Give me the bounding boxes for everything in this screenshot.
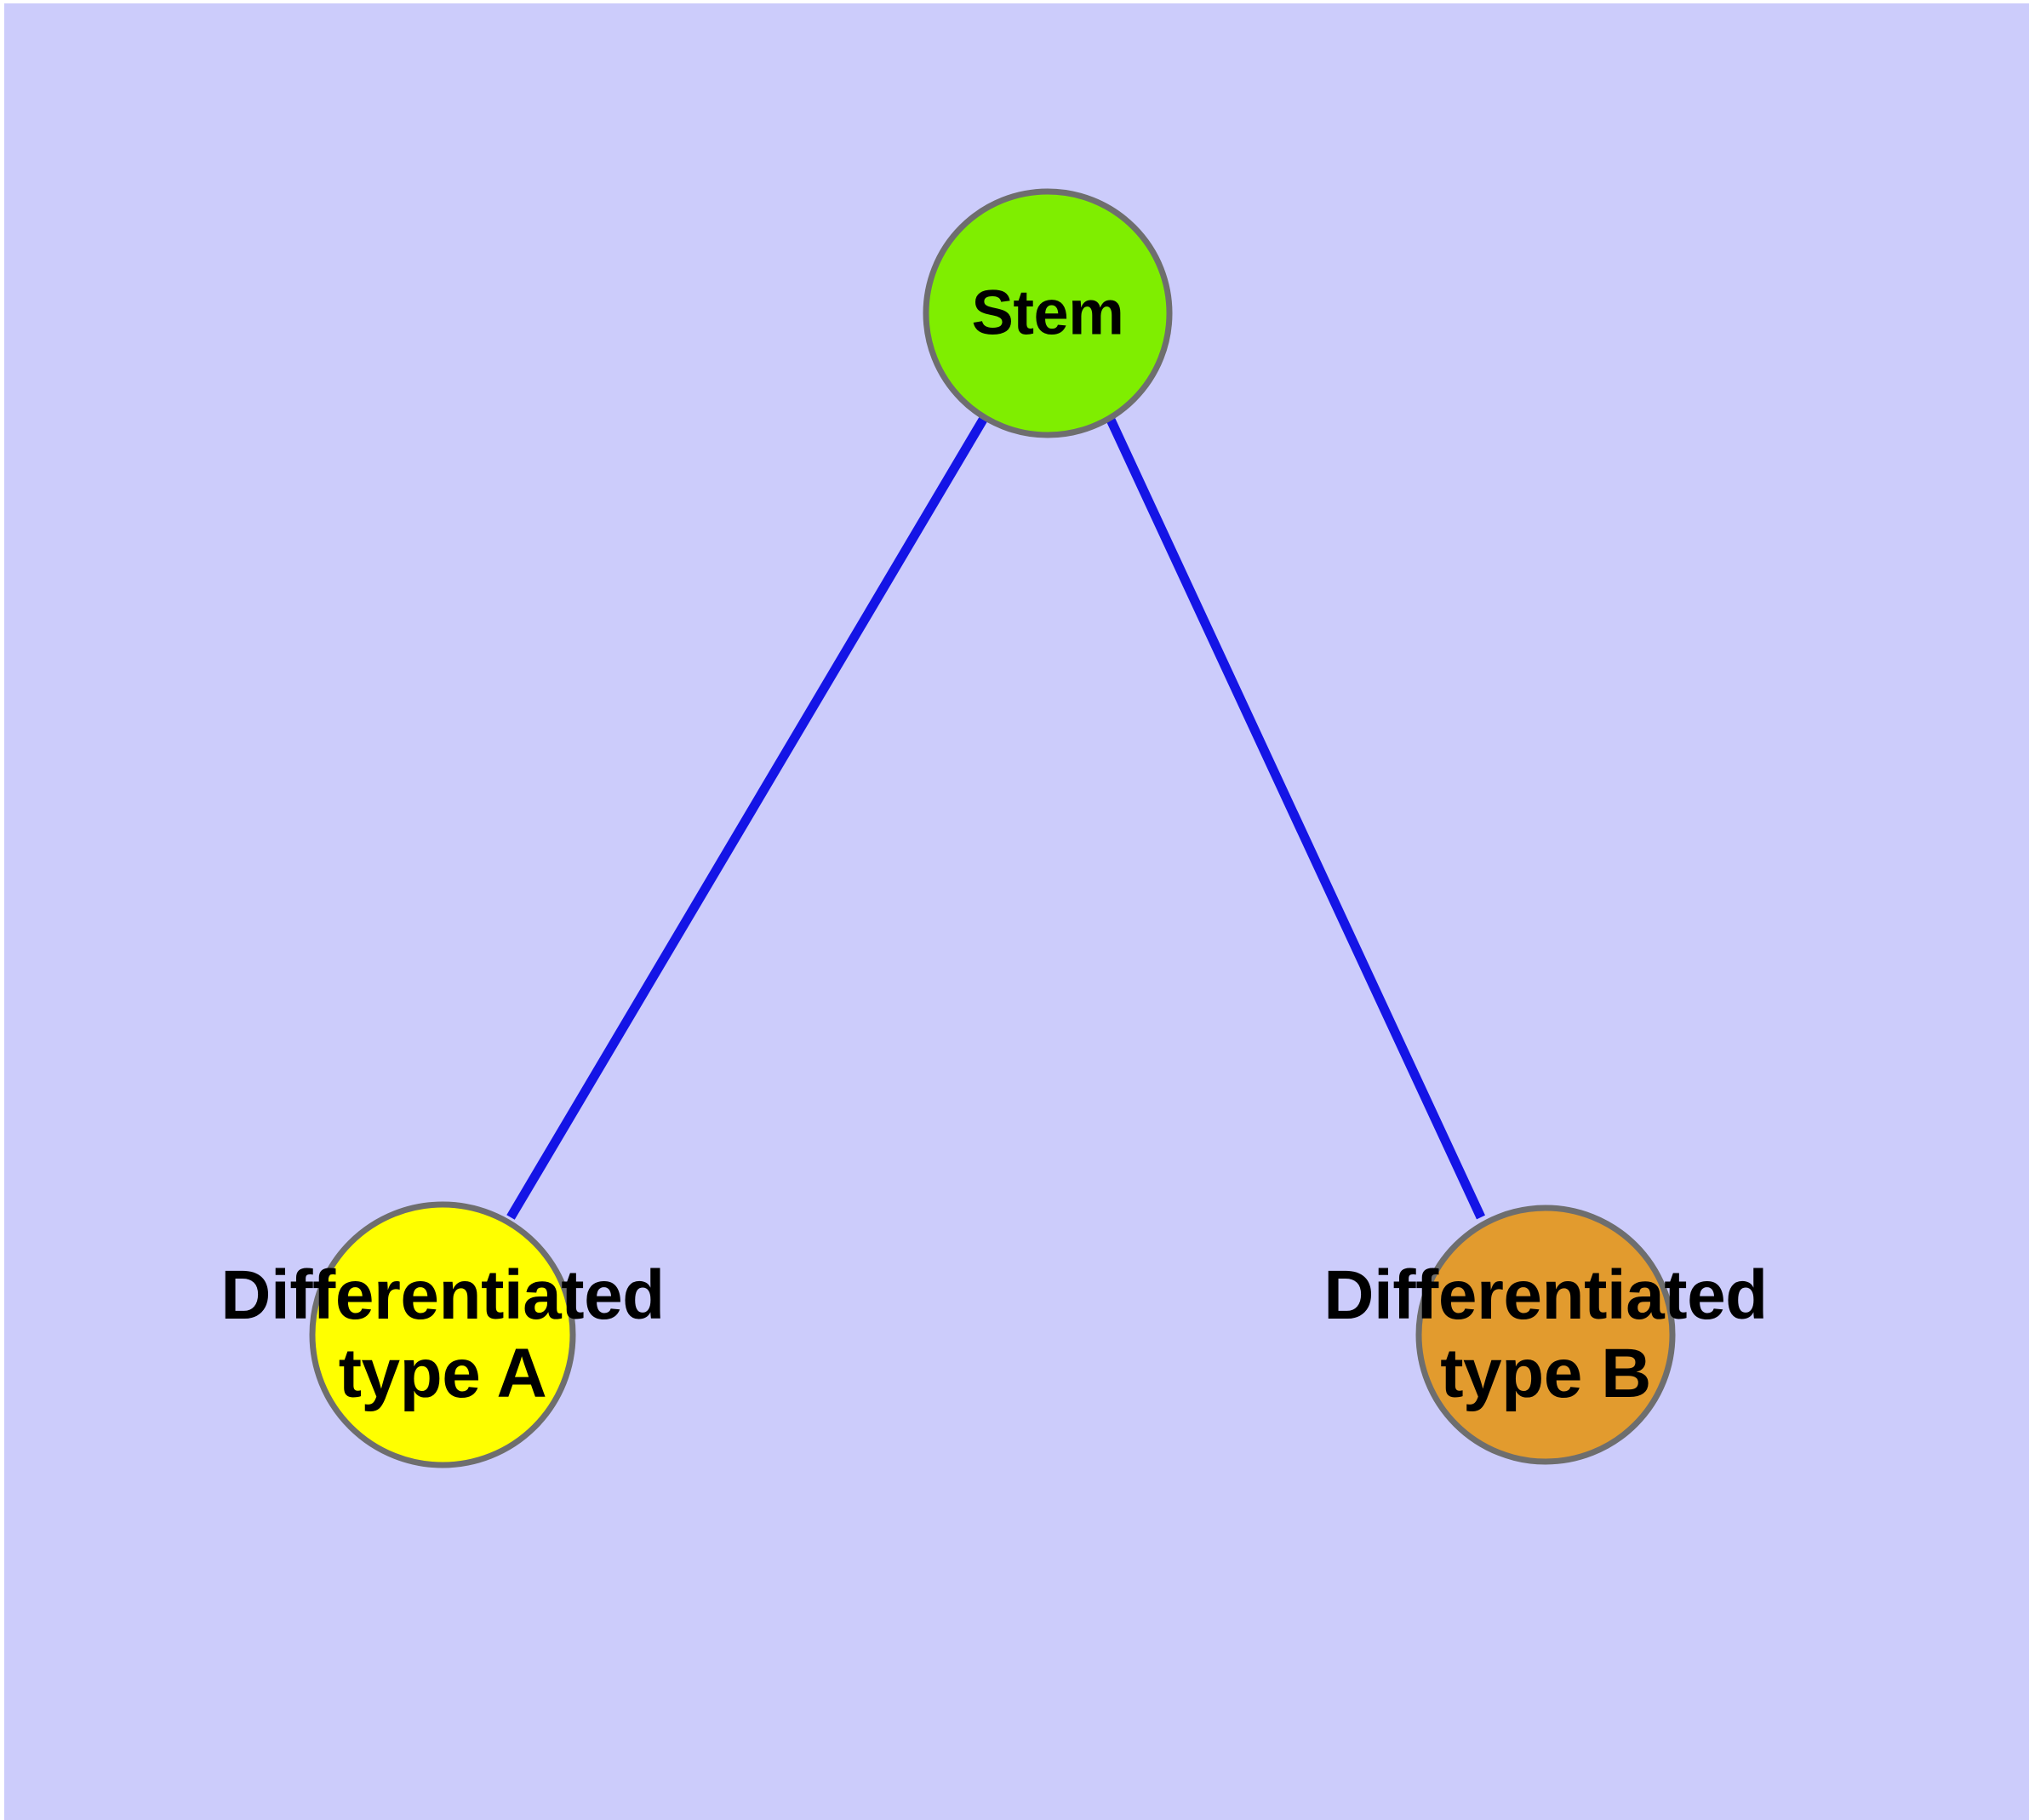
node-stem-circle[interactable] xyxy=(923,188,1173,438)
node-layer xyxy=(309,188,1676,1468)
node-differentiated-type-a-circle[interactable] xyxy=(309,1201,576,1468)
edge-layer xyxy=(506,417,1485,1220)
node-differentiated-type-b-circle[interactable] xyxy=(1415,1205,1676,1465)
edge-stem-to-differentiated-type-b xyxy=(1106,417,1485,1220)
edge-stem-to-differentiated-type-a xyxy=(506,417,987,1220)
